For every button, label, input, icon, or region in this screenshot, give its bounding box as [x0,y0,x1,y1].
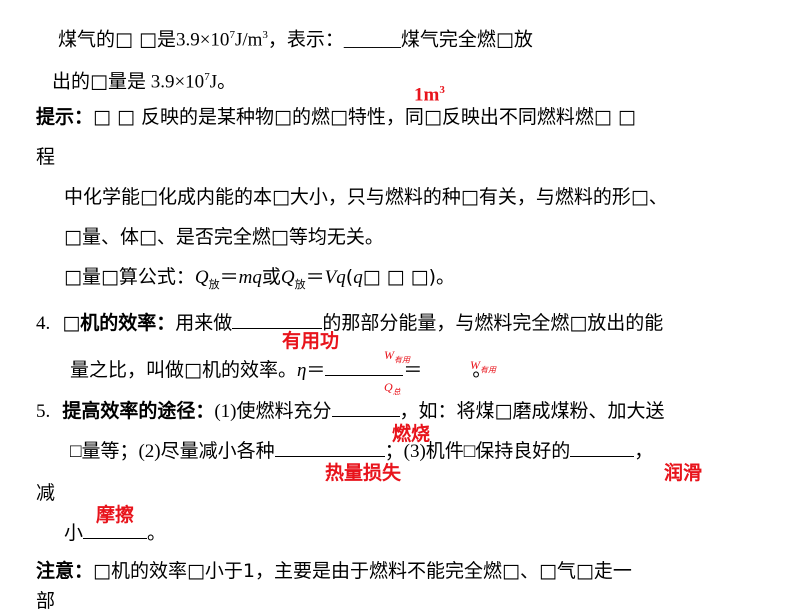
placeholder-box: □ [139,28,157,51]
note-label: 注意： [36,560,94,582]
text: 。 [472,359,492,381]
exponent: 7 [229,29,235,41]
text: ，表示： [267,28,344,51]
blank [422,358,472,376]
text: 煤气的 [58,28,116,51]
var-q: q [353,267,363,288]
line-2: 出的□量是 3.9×107J。 [52,64,236,95]
formula-w2: W有用 [470,358,496,375]
blank [83,520,148,539]
hint-line-1: 提示：□ □ 反映的是某种物□的燃□特性，同□反映出不同燃料燃□ □ [36,104,636,130]
item-number: 4. [36,313,51,334]
text: □ □ 反映的是某种物 [93,106,274,128]
equals: ＝ [305,266,325,288]
text: 的燃 [291,106,330,128]
item-5-line-1: 5. 提高效率的途径：(1)使燃料充分 ，如：将煤□磨成煤粉、加大送 [36,398,664,425]
answer-youyonggong: 有用功 [282,330,340,352]
var-w: W [384,348,394,362]
text: □ □ □)。 [362,266,456,288]
answer-moca: 摩擦 [96,504,135,526]
var-q: Q [194,267,209,288]
item-5-line-4: 小。 [64,520,166,546]
exponent: 3 [262,29,268,41]
blank [570,438,635,457]
text: □量等；(2)尽量减小各种 [70,441,275,462]
item-number: 5. [36,401,51,422]
item-label: □机的效率： [62,312,176,334]
text: 煤气完全燃 [400,28,496,51]
placeholder-box: □ [495,28,514,51]
item-label: 提高效率的途径： [62,400,215,422]
answer-runhua: 润滑 [664,462,703,484]
text: 或 [261,266,281,288]
placeholder-box: □ [115,28,133,51]
var-eta: η [296,360,307,381]
text: 特性，同 [347,106,424,128]
item-4-line-1: 4. □机的效率：用来做 的那部分能量，与燃料完全燃□放出的能 [36,310,663,337]
blank [274,438,385,457]
text: □机的效率□小于1，主要是由于燃料不能完全燃□、□气□走一 [93,560,632,582]
subscript: 放 [294,277,306,291]
answer-text: 1m [414,84,440,106]
text: 量是 3.9×10 [107,71,205,93]
var-w: W [470,358,480,372]
blank [325,357,404,376]
subscript: 有用 [480,365,496,375]
hint-label: 提示： [36,106,94,128]
item-5-line-2: □量等；(2)尽量减小各种 ；(3)机件□保持良好的 ， [70,438,653,465]
formula-numerator: W有用 [384,348,410,365]
text: J/m [234,29,263,51]
text: 出的 [52,70,91,93]
text: ，如：将煤□磨成煤粉、加大送 [399,400,665,422]
text: ；(3)机件□保持良好的 [384,441,571,462]
item-5-line-3: 减 [36,482,56,504]
blank [331,398,400,417]
var-q: Q [280,267,295,288]
var-mq: mq [238,267,262,288]
formula-denominator: Q总 [384,380,401,397]
text: 反映出不同燃料燃 [441,106,594,128]
answer-reliangsunshi: 热量损失 [325,462,402,484]
line-1: 煤气的□ □是3.9×107J/m3，表示：______煤气完全燃□放 [58,22,533,53]
text: 量之比，叫做□机的效率。 [70,359,297,381]
hint-line-2: 程 [36,146,56,168]
text: 。 [147,522,167,544]
blank [232,310,323,329]
text: 小 [64,522,84,544]
placeholder-box: □ □ [593,106,636,128]
placeholder-box: □ [90,70,108,93]
text: 放 [513,28,533,51]
subscript: 放 [208,277,220,291]
blank: ______ [343,29,401,51]
subscript: 总 [392,387,401,397]
text: 的那部分能量，与燃料完全燃□放出的能 [322,312,664,334]
answer-ranshao: 燃烧 [392,423,431,445]
item-4-line-2: 量之比，叫做□机的效率。η＝＝。 [70,357,491,384]
text: 用来做 [175,312,233,334]
hint-line-3: 中化学能□化成内能的本□大小，只与燃料的种□有关，与燃料的形□、 [64,186,668,208]
exponent: 3 [439,84,445,96]
placeholder-box: □ [423,106,442,128]
exponent: 7 [204,71,210,83]
equals: ＝ [306,359,326,381]
hint-line-4: □量、体□、是否完全燃□等均无关。 [64,226,384,248]
text: □量□算公式： [64,266,195,288]
text: ( [345,266,354,288]
hint-line-5: □量□算公式：Q放＝mq或Q放＝Vq(q□ □ □)。 [64,264,455,298]
equals: ＝ [403,359,423,381]
var-q: Q [384,380,393,394]
var-vq: Vq [324,267,346,288]
equals: ＝ [219,266,239,288]
text: (1)使燃料充分 [214,401,332,422]
note-line-2: 部 [36,590,56,612]
text: J。 [209,71,237,93]
answer-1m3: 1m3 [414,84,445,106]
text: ， [634,440,654,462]
placeholder-box: □ [274,106,292,128]
subscript: 有用 [394,355,410,365]
text: 是3.9×10 [156,29,230,51]
note-line-1: 注意：□机的效率□小于1，主要是由于燃料不能完全燃□、□气□走一 [36,558,632,584]
placeholder-box: □ [329,106,348,128]
